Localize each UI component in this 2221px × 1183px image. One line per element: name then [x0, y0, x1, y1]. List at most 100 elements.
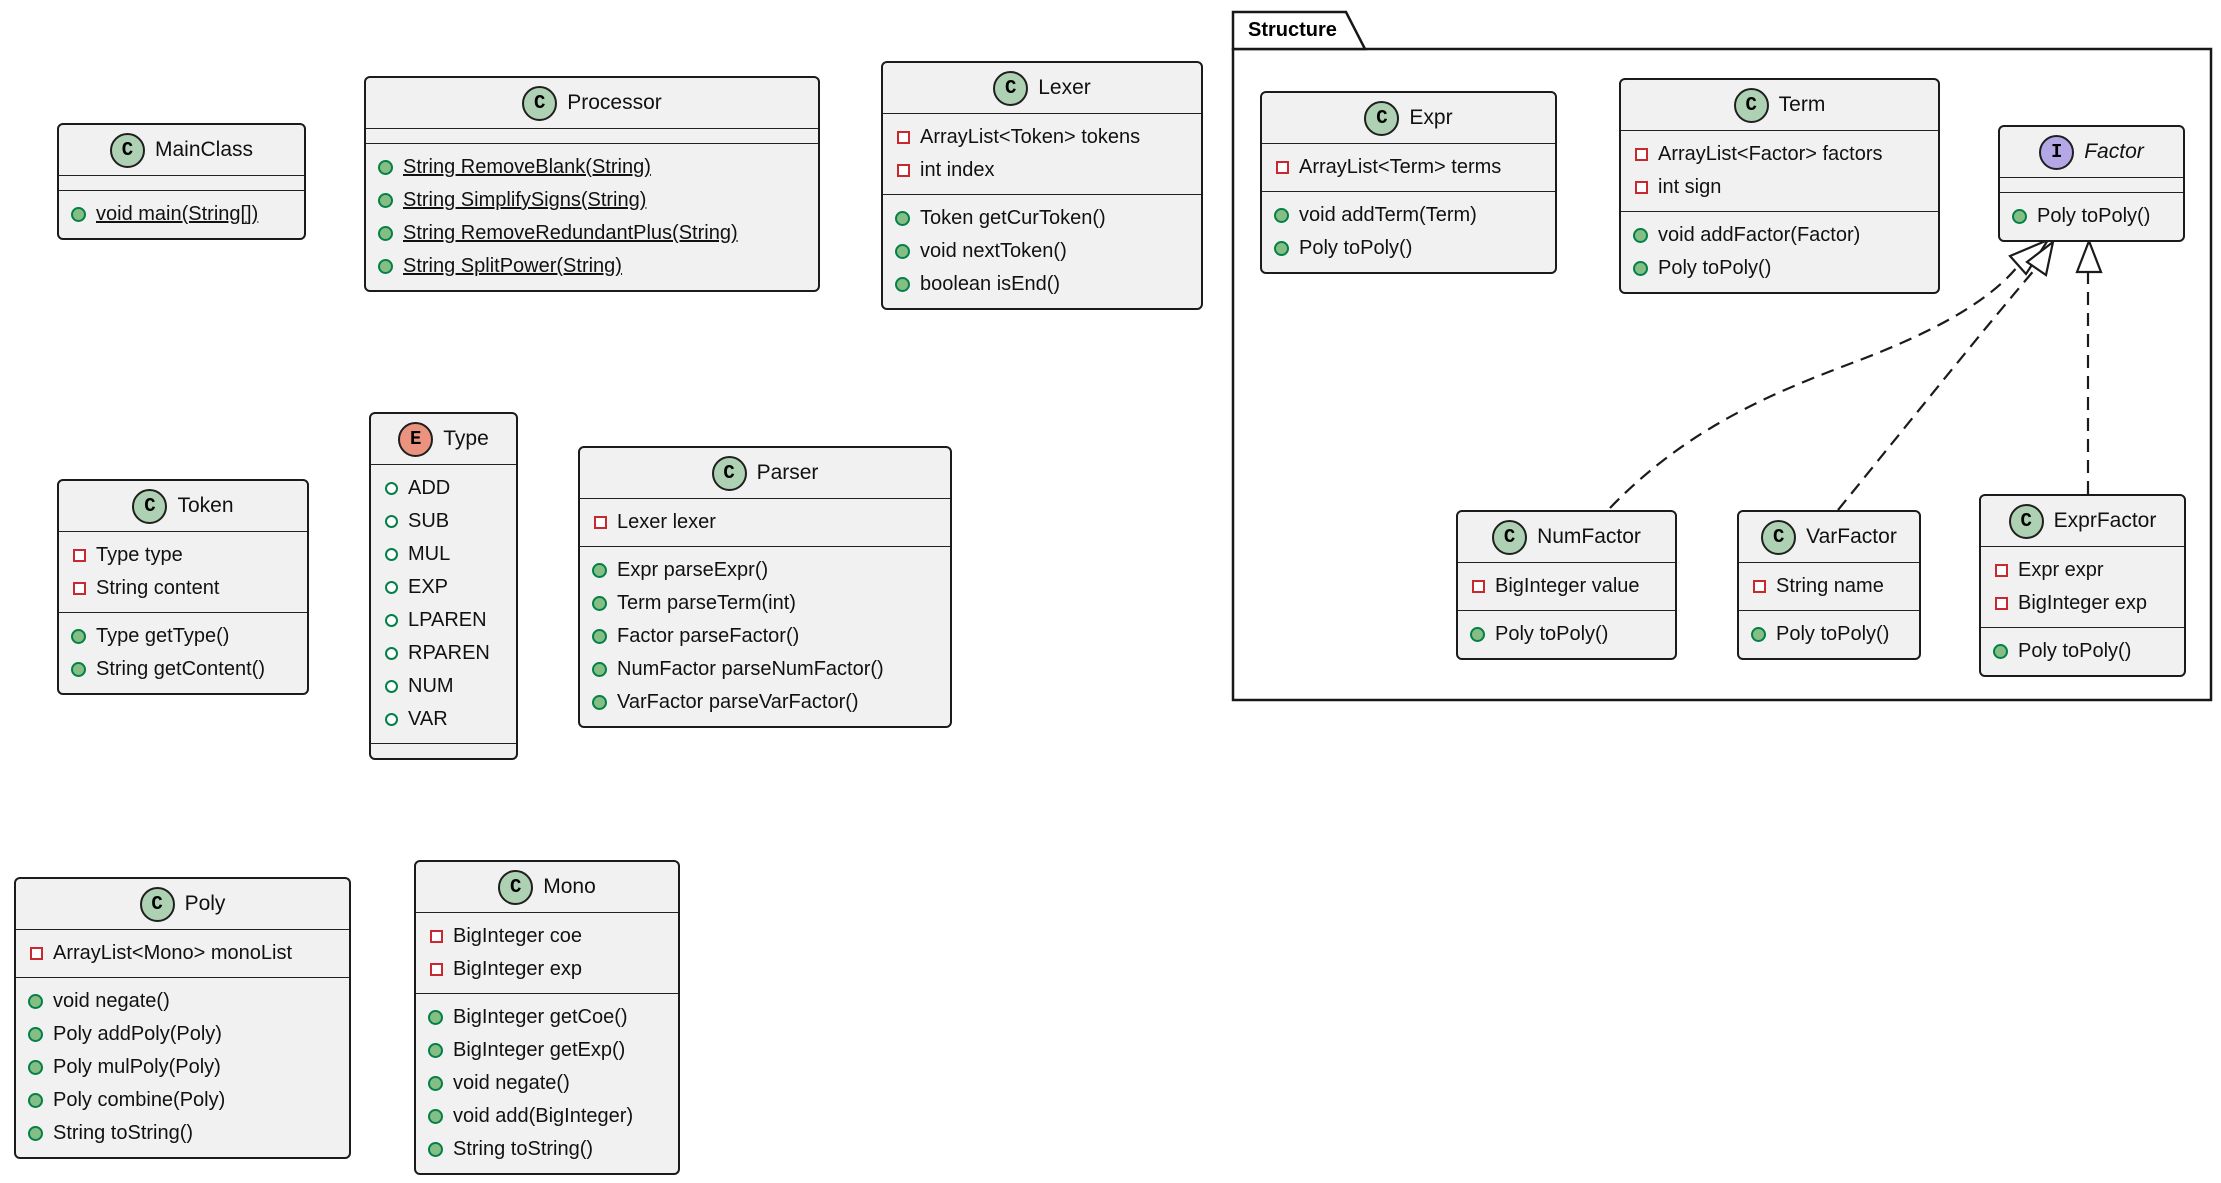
field-text: ArrayList<Token> tokens: [920, 126, 1141, 148]
enum-constant-text: RPAREN: [408, 642, 490, 664]
methods-section: BigInteger getCoe() BigInteger getExp() …: [416, 993, 678, 1173]
method-row: boolean isEnd(): [895, 268, 1189, 301]
method-row: String toString(): [428, 1133, 666, 1166]
method-row: Poly toPoly(): [1274, 232, 1543, 265]
method-row: String RemoveBlank(String): [378, 151, 806, 184]
enum-constant-row: MUL: [383, 538, 504, 571]
method-text: String SplitPower(String): [403, 255, 622, 277]
enum-constant-row: VAR: [383, 703, 504, 736]
methods-section: void addTerm(Term) Poly toPoly(): [1262, 191, 1555, 272]
fields-section: ArrayList<Term> terms: [1262, 143, 1555, 191]
class-title: MainClass: [154, 138, 254, 161]
enum-letter-icon: E: [398, 421, 434, 457]
field-row: ArrayList<Term> terms: [1274, 151, 1543, 184]
method-row: Factor parseFactor(): [592, 620, 938, 653]
field-row: BigInteger value: [1470, 570, 1663, 603]
public-method-icon: [378, 226, 393, 241]
class-header: C NumFactor: [1458, 512, 1675, 562]
public-method-icon: [1751, 627, 1766, 642]
public-method-icon: [592, 563, 607, 578]
class-letter-icon: C: [522, 85, 558, 121]
method-row: Term parseTerm(int): [592, 587, 938, 620]
public-method-icon: [378, 160, 393, 175]
method-row: void nextToken(): [895, 235, 1189, 268]
class-title: Expr: [1409, 106, 1453, 129]
private-field-icon: [1472, 580, 1485, 593]
enum-constant-icon: [385, 647, 398, 660]
class-title: Term: [1778, 93, 1826, 116]
enum-constant-icon: [385, 482, 398, 495]
method-text: NumFactor parseNumFactor(): [617, 658, 884, 680]
public-method-icon: [28, 1126, 43, 1141]
private-field-icon: [1995, 564, 2008, 577]
class-letter-icon: C: [1761, 519, 1797, 555]
fields-section: BigInteger value: [1458, 562, 1675, 610]
public-method-icon: [28, 1093, 43, 1108]
method-row: Poly toPoly(): [2012, 200, 2171, 233]
field-text: String content: [96, 577, 220, 599]
method-text: String getContent(): [96, 658, 265, 680]
class-header: C VarFactor: [1739, 512, 1919, 562]
enum-constant-icon: [385, 581, 398, 594]
enum-title: Type: [443, 427, 489, 450]
private-field-icon: [73, 582, 86, 595]
public-method-icon: [428, 1010, 443, 1025]
field-row: ArrayList<Token> tokens: [895, 121, 1189, 154]
empty-fields-section: [59, 175, 304, 190]
class-box-term: C Term ArrayList<Factor> factors int sig…: [1619, 78, 1940, 294]
public-method-icon: [1274, 241, 1289, 256]
enum-constant-text: SUB: [408, 510, 450, 532]
class-title: Lexer: [1038, 76, 1091, 99]
fields-section: ArrayList<Factor> factors int sign: [1621, 130, 1938, 211]
class-header: C Mono: [416, 862, 678, 912]
field-row: int sign: [1633, 171, 1926, 204]
public-method-icon: [1470, 627, 1485, 642]
methods-section: Poly toPoly(): [1739, 610, 1919, 658]
method-text: void negate(): [53, 990, 170, 1012]
method-text: Poly toPoly(): [1776, 623, 1890, 645]
private-field-icon: [897, 164, 910, 177]
class-box-parser: C Parser Lexer lexer Expr parseExpr() Te…: [578, 446, 952, 728]
method-text: void addTerm(Term): [1299, 204, 1477, 226]
method-row: String SimplifySigns(String): [378, 184, 806, 217]
enum-constant-row: NUM: [383, 670, 504, 703]
method-text: void add(BigInteger): [453, 1105, 634, 1127]
enum-constant-icon: [385, 614, 398, 627]
enum-constant-row: LPAREN: [383, 604, 504, 637]
interface-letter-icon: I: [2039, 134, 2075, 170]
public-method-icon: [1274, 208, 1289, 223]
method-text: BigInteger getCoe(): [453, 1006, 628, 1028]
public-method-icon: [2012, 209, 2027, 224]
field-text: BigInteger coe: [453, 925, 582, 947]
fields-section: Lexer lexer: [580, 498, 950, 546]
method-text: Token getCurToken(): [920, 207, 1106, 229]
class-box-token: C Token Type type String content Type ge…: [57, 479, 309, 695]
enum-constant-row: EXP: [383, 571, 504, 604]
class-letter-icon: C: [711, 455, 747, 491]
empty-fields-section: [366, 128, 818, 143]
method-row: Token getCurToken(): [895, 202, 1189, 235]
methods-section: void main(String[]): [59, 190, 304, 238]
public-method-icon: [378, 193, 393, 208]
class-header: C Poly: [16, 879, 349, 929]
public-method-icon: [1633, 261, 1648, 276]
class-box-poly: C Poly ArrayList<Mono> monoList void neg…: [14, 877, 351, 1159]
class-title: NumFactor: [1537, 525, 1641, 548]
method-row: Poly combine(Poly): [28, 1084, 337, 1117]
method-text: Poly toPoly(): [1299, 237, 1413, 259]
method-text: boolean isEnd(): [920, 273, 1061, 295]
field-text: ArrayList<Mono> monoList: [53, 942, 293, 964]
class-header: C ExprFactor: [1981, 496, 2184, 546]
public-method-icon: [592, 662, 607, 677]
method-text: BigInteger getExp(): [453, 1039, 626, 1061]
class-header: C Lexer: [883, 63, 1201, 113]
class-header: C Term: [1621, 80, 1938, 130]
class-box-varfactor: C VarFactor String name Poly toPoly(): [1737, 510, 1921, 660]
field-text: Type type: [96, 544, 183, 566]
field-row: ArrayList<Factor> factors: [1633, 138, 1926, 171]
method-row: String toString(): [28, 1117, 337, 1150]
enum-constant-row: SUB: [383, 505, 504, 538]
enum-constant-text: LPAREN: [408, 609, 487, 631]
public-method-icon: [428, 1076, 443, 1091]
class-letter-icon: C: [1733, 87, 1769, 123]
